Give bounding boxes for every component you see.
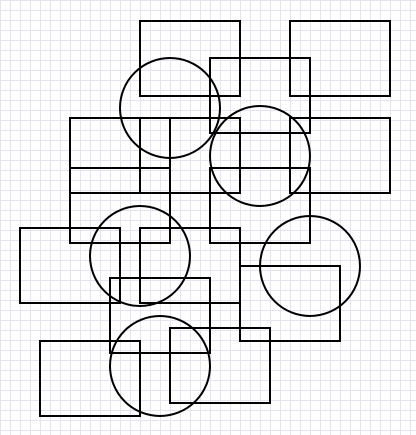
rectangle (19, 227, 121, 304)
circle (89, 205, 191, 307)
rectangle (289, 117, 391, 194)
rectangle (209, 57, 311, 134)
circle (259, 215, 361, 317)
circle (109, 315, 211, 417)
circle (209, 105, 311, 207)
rectangle (239, 265, 341, 342)
rectangle (109, 277, 211, 354)
circle (119, 57, 221, 159)
rectangle (39, 340, 141, 417)
rectangle (169, 327, 271, 404)
rectangle (139, 117, 241, 194)
rectangle (209, 167, 311, 244)
